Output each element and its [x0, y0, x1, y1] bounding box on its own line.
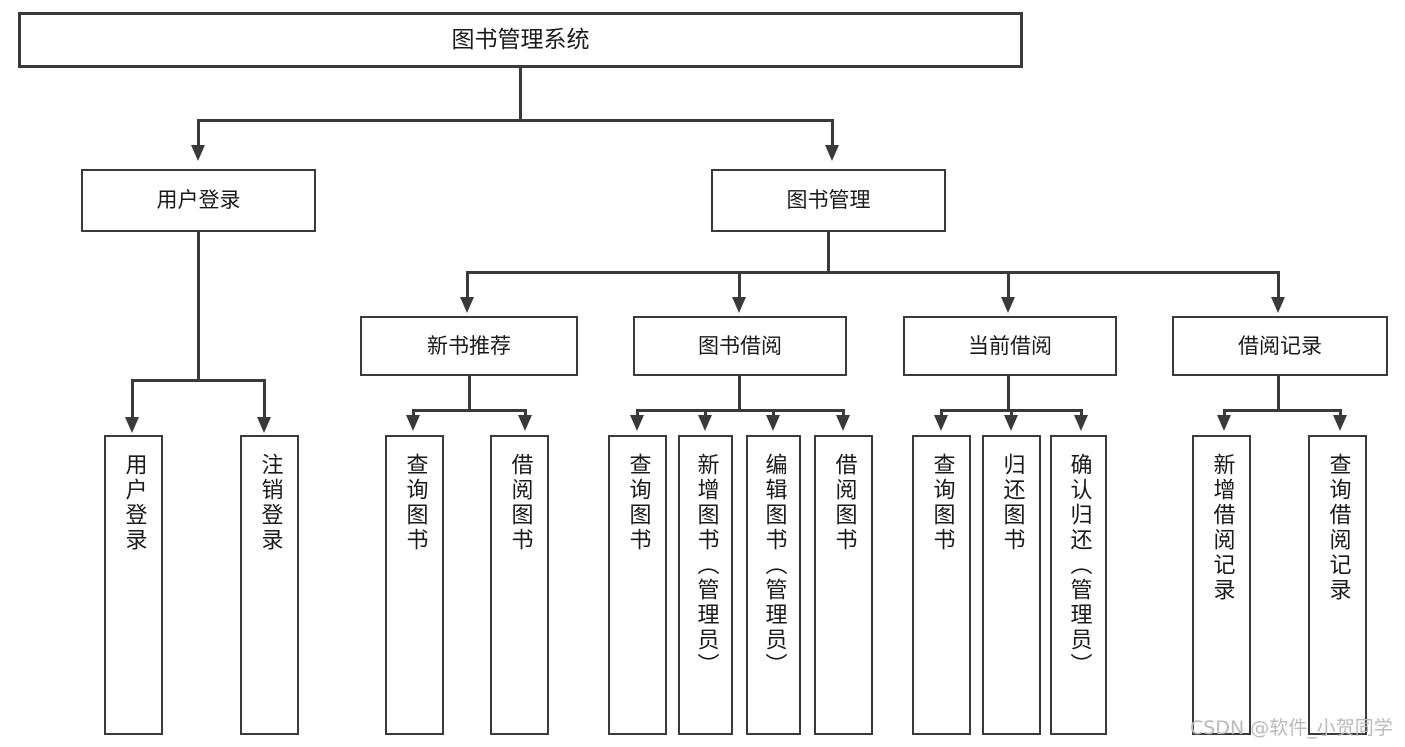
- arrowhead-to-leaf-user-logout: [257, 417, 271, 433]
- node-label: 用户登录: [121, 453, 147, 553]
- node-new-book-recommend[interactable]: 新书推荐: [360, 316, 578, 376]
- node-book-borrow[interactable]: 图书借阅: [633, 316, 847, 376]
- arrowhead-to-leaf-query-book-3: [934, 415, 948, 431]
- connector-bb-drop-4: [842, 409, 845, 419]
- arrowhead-to-borrow-record: [1271, 297, 1285, 313]
- connector-cb-drop-2: [1010, 409, 1013, 419]
- connector-user-login-stem: [197, 232, 200, 380]
- arrowhead-to-leaf-confirm-return: [1074, 415, 1088, 431]
- node-leaf-query-book-3[interactable]: 查询图书: [912, 435, 971, 735]
- node-label: 查询图书: [929, 453, 955, 553]
- node-leaf-return-book[interactable]: 归还图书: [982, 435, 1041, 735]
- node-leaf-borrow-book-1[interactable]: 借阅图书: [490, 435, 549, 735]
- connector-br-bar: [1223, 409, 1341, 412]
- node-leaf-borrow-book-2[interactable]: 借阅图书: [814, 435, 873, 735]
- node-label: 新增图书（管理员）: [693, 453, 719, 678]
- node-leaf-query-book-1[interactable]: 查询图书: [385, 435, 444, 735]
- arrowhead-to-book-borrow: [732, 297, 746, 313]
- arrowhead-to-leaf-add-book: [698, 415, 712, 431]
- arrowhead-to-leaf-borrow-book-1: [518, 415, 532, 431]
- connector-nbr-drop-1: [412, 409, 415, 419]
- node-label: 借阅记录: [1238, 333, 1322, 358]
- node-leaf-query-record[interactable]: 查询借阅记录: [1308, 435, 1367, 735]
- connector-cb-drop-1: [940, 409, 943, 419]
- connector-bm-drop-3: [1007, 271, 1010, 299]
- arrowhead-to-book-manage: [825, 145, 839, 161]
- node-label: 借阅图书: [831, 453, 857, 553]
- connector-user-login-drop-2: [263, 379, 266, 419]
- connector-bb-drop-1: [636, 409, 639, 419]
- connector-root-drop-right: [831, 119, 834, 147]
- node-label: 新增借阅记录: [1209, 453, 1235, 603]
- arrowhead-to-leaf-query-record: [1333, 415, 1347, 431]
- connector-cb-drop-3: [1080, 409, 1083, 419]
- connector-bb-stem: [738, 376, 741, 410]
- connector-root-stem: [519, 68, 522, 120]
- arrowhead-to-user-login: [191, 145, 205, 161]
- node-label: 查询借阅记录: [1325, 453, 1351, 603]
- connector-bb-drop-3: [772, 409, 775, 419]
- arrowhead-to-leaf-add-record: [1217, 415, 1231, 431]
- connector-bm-drop-2: [738, 271, 741, 299]
- connector-nbr-bar: [412, 409, 526, 412]
- arrowhead-to-leaf-return-book: [1004, 415, 1018, 431]
- node-book-manage[interactable]: 图书管理: [711, 169, 946, 232]
- node-root-system[interactable]: 图书管理系统: [18, 12, 1023, 68]
- node-borrow-record[interactable]: 借阅记录: [1172, 316, 1388, 376]
- node-label: 编辑图书（管理员）: [761, 453, 787, 678]
- connector-br-stem: [1277, 376, 1280, 410]
- connector-root-drop-left: [197, 119, 200, 147]
- arrowhead-to-leaf-query-book-2: [630, 415, 644, 431]
- connector-book-manage-stem: [827, 232, 830, 272]
- connector-book-manage-bar: [466, 271, 1278, 274]
- node-label: 查询图书: [402, 453, 428, 553]
- node-leaf-user-logout[interactable]: 注销登录: [240, 435, 299, 735]
- node-label: 图书借阅: [698, 333, 782, 358]
- node-label: 确认归还（管理员）: [1066, 453, 1092, 678]
- node-leaf-add-record[interactable]: 新增借阅记录: [1192, 435, 1251, 735]
- node-leaf-query-book-2[interactable]: 查询图书: [608, 435, 667, 735]
- node-current-borrow[interactable]: 当前借阅: [903, 316, 1117, 376]
- node-label: 当前借阅: [968, 333, 1052, 358]
- arrowhead-to-leaf-borrow-book-2: [836, 415, 850, 431]
- node-label: 图书管理系统: [451, 26, 590, 53]
- connector-nbr-stem: [468, 376, 471, 410]
- node-label: 归还图书: [999, 453, 1025, 553]
- node-leaf-add-book[interactable]: 新增图书（管理员）: [678, 435, 733, 735]
- node-label: 借阅图书: [507, 453, 533, 553]
- arrowhead-to-new-book-recommend: [460, 297, 474, 313]
- node-leaf-edit-book[interactable]: 编辑图书（管理员）: [746, 435, 801, 735]
- arrowhead-to-current-borrow: [1001, 297, 1015, 313]
- connector-bm-drop-4: [1277, 271, 1280, 299]
- node-leaf-user-login[interactable]: 用户登录: [104, 435, 163, 735]
- node-leaf-confirm-return[interactable]: 确认归还（管理员）: [1050, 435, 1107, 735]
- arrowhead-to-leaf-query-book-1: [406, 415, 420, 431]
- node-label: 新书推荐: [427, 333, 511, 358]
- node-label: 用户登录: [156, 188, 241, 213]
- connector-nbr-drop-2: [524, 409, 527, 419]
- connector-root-bar: [197, 119, 833, 122]
- connector-user-login-bar: [131, 379, 265, 382]
- node-label: 注销登录: [257, 453, 283, 553]
- arrowhead-to-leaf-user-login: [125, 417, 139, 433]
- node-label: 图书管理: [786, 188, 871, 213]
- connector-bb-drop-2: [704, 409, 707, 419]
- connector-user-login-drop-1: [131, 379, 134, 419]
- connector-bm-drop-1: [466, 271, 469, 299]
- connector-br-drop-1: [1223, 409, 1226, 419]
- node-user-login[interactable]: 用户登录: [81, 169, 316, 232]
- connector-cb-stem: [1007, 376, 1010, 410]
- connector-bb-bar: [636, 409, 844, 412]
- node-label: 查询图书: [625, 453, 651, 553]
- arrowhead-to-leaf-edit-book: [766, 415, 780, 431]
- csdn-watermark: CSDN @软件_小贺同学: [1190, 717, 1393, 739]
- connector-br-drop-2: [1339, 409, 1342, 419]
